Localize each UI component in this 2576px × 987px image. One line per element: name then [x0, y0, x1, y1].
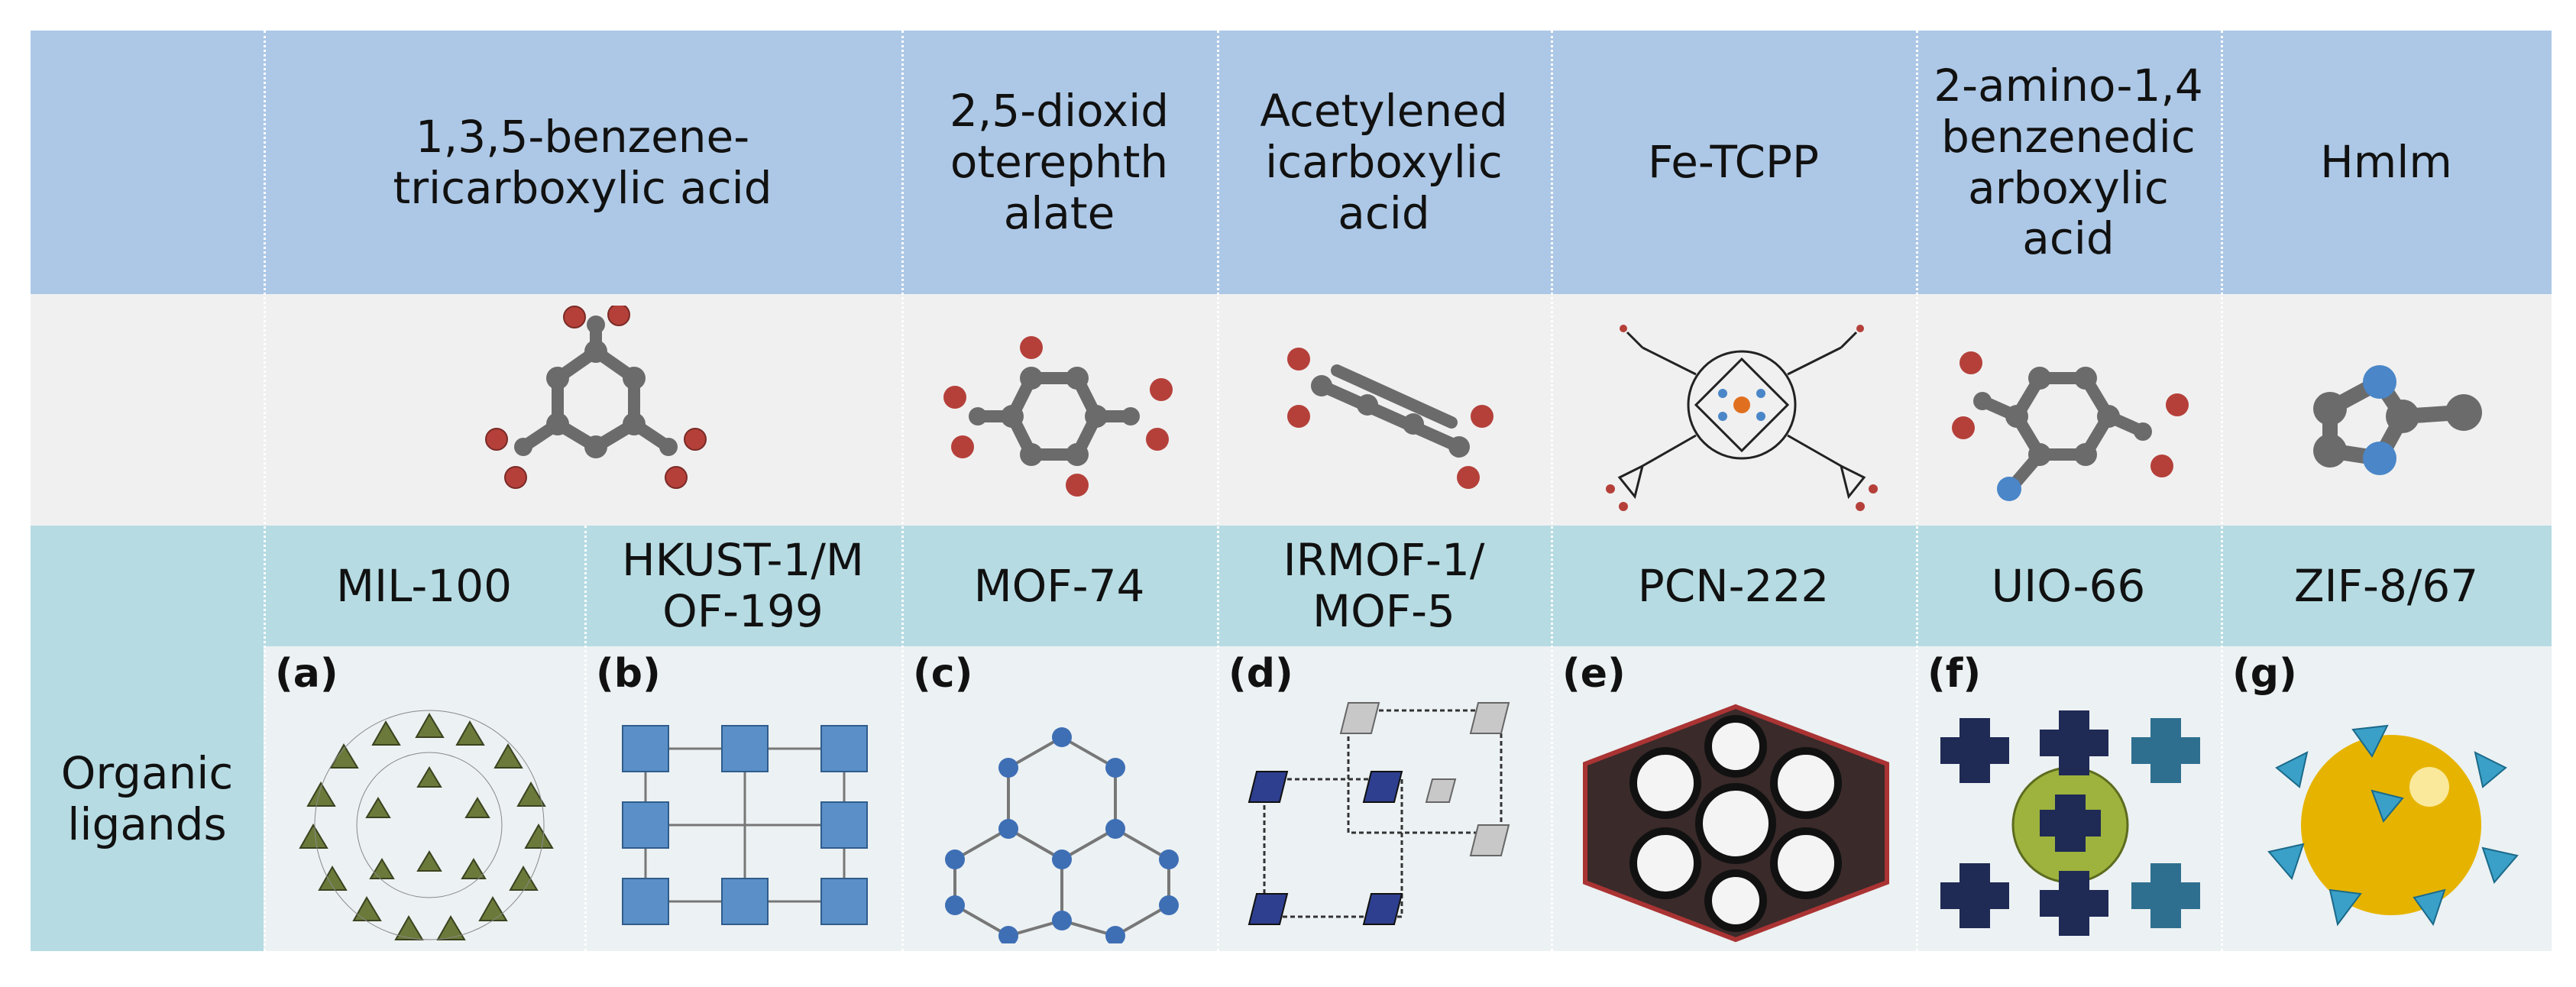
column-divider	[264, 31, 266, 951]
panel-label-g: (g)	[2232, 651, 2297, 697]
mof-name-mil100: MIL-100	[335, 559, 513, 612]
panel-label-b: (b)	[596, 651, 661, 697]
ligand-mof-table: 1,3,5-benzene-tricarboxylic acid 2,5-dio…	[31, 31, 2552, 951]
column-divider	[584, 526, 587, 951]
nh2bdc-molecule-icon	[1952, 351, 2189, 501]
zif8-framework-icon	[2267, 724, 2519, 927]
panel-label-e: (e)	[1562, 651, 1626, 697]
panel-label-f: (f)	[1927, 651, 1982, 697]
mof-name-mof74: MOF-74	[973, 559, 1145, 612]
btc-molecule-icon	[485, 306, 707, 489]
ligand-name-tcpp: Fe-TCPP	[1648, 136, 1819, 189]
uio66-framework-icon	[1940, 710, 2200, 936]
column-divider	[2221, 31, 2223, 951]
mof-name-row	[31, 526, 2552, 646]
column-divider	[1217, 31, 1219, 951]
hkust1-framework-icon	[622, 725, 868, 925]
irmof1-framework-icon	[1248, 702, 1510, 925]
pcn222-framework-icon	[1583, 704, 1889, 943]
ligand-name-hmim: Hmlm	[2320, 136, 2452, 189]
column-divider	[1916, 31, 1918, 951]
mof-name-irmof1: IRMOF-1/MOF-5	[1283, 534, 1485, 637]
mof-name-zif8: ZIF-8/67	[2293, 559, 2479, 612]
panel-label-a: (a)	[275, 651, 338, 697]
ligand-name-row	[31, 31, 2552, 294]
hmim-molecule-icon	[2313, 365, 2482, 475]
panel-label-d: (d)	[1228, 651, 1293, 697]
row-label-column	[31, 526, 264, 951]
dobdc-molecule-icon	[943, 336, 1173, 497]
mof-name-pcn222: PCN-222	[1637, 559, 1830, 612]
mil100-framework-icon	[299, 710, 554, 940]
panel-label-c: (c)	[913, 651, 973, 697]
tcpp-molecule-icon	[1606, 325, 1878, 511]
mof74-framework-icon	[945, 727, 1179, 943]
ligand-name-btc: 1,3,5-benzene-tricarboxylic acid	[393, 110, 772, 214]
column-divider	[901, 31, 904, 951]
adc-molecule-icon	[1287, 348, 1493, 489]
column-divider	[1551, 31, 1553, 951]
mof-name-uio66: UIO-66	[1991, 559, 2146, 612]
